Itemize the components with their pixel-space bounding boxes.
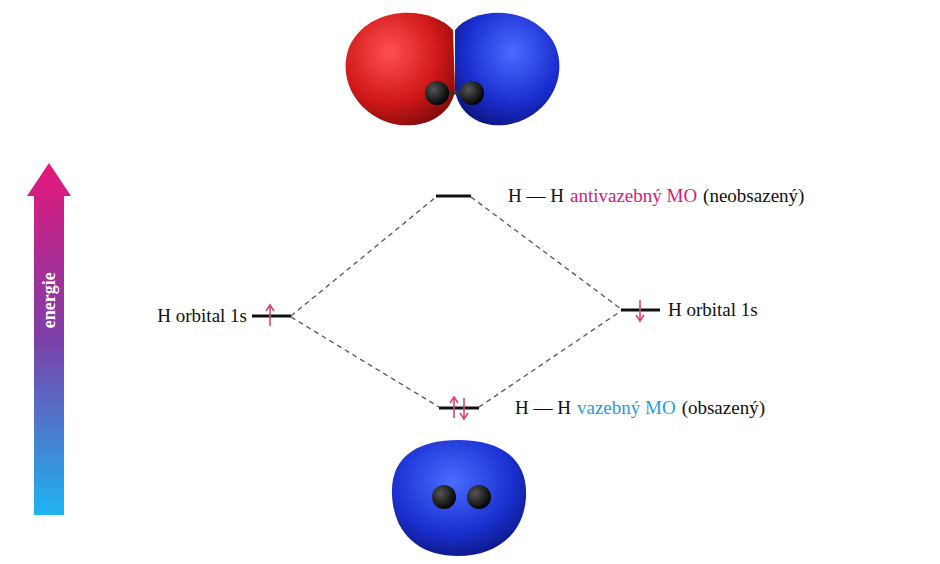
- occupancy-label: (neobsazený): [703, 185, 804, 207]
- energy-arrow: [27, 163, 71, 515]
- mo-type-label: antivazebný MO: [570, 185, 697, 207]
- bonding-orbital: [392, 440, 526, 556]
- orbital-label: H orbital 1s: [668, 299, 758, 321]
- mo-type-label: vazebný MO: [577, 397, 676, 419]
- axis-label: energie: [39, 272, 60, 328]
- energy-levels: [252, 196, 660, 408]
- antibonding-orbital: [346, 13, 560, 126]
- molecule-label: H — H: [515, 397, 571, 419]
- molecule-label: H — H: [508, 185, 564, 207]
- orbital-label: H orbital 1s: [157, 305, 247, 327]
- occupancy-label: (obsazený): [682, 397, 765, 419]
- correlation-lines: [291, 197, 621, 407]
